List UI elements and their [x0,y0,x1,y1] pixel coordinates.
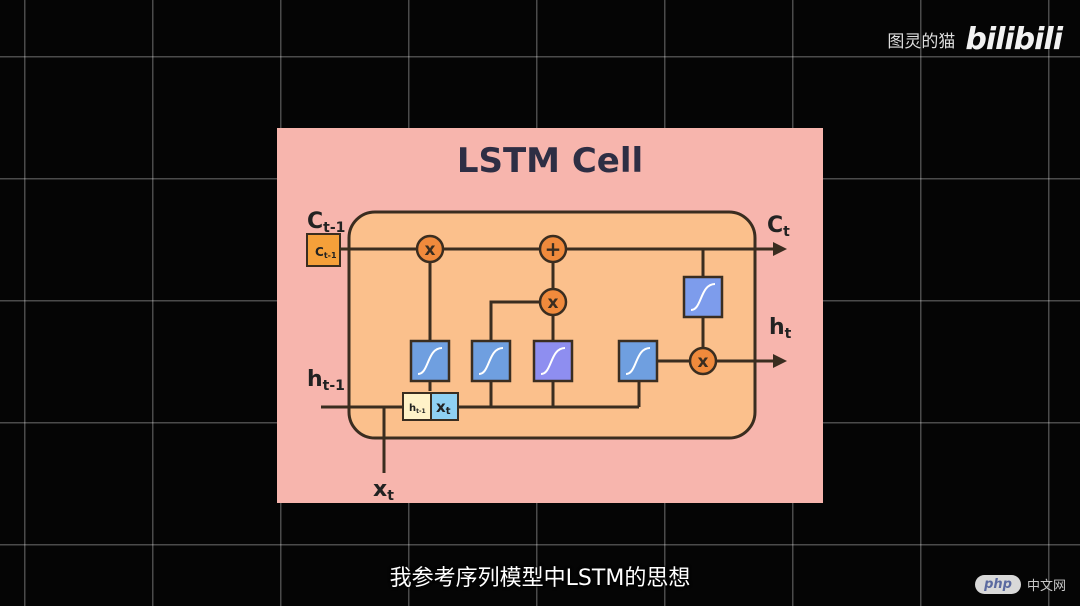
h-prev-sub: t-1 [323,378,345,394]
input-multiply-symbol: x [548,293,559,313]
diagram-title: LSTM Cell [457,141,643,181]
h-out-sub: t [785,326,792,342]
concat-h-label: h [409,403,416,414]
input-multiply-op: x [538,287,568,317]
c-prev-label: C [307,209,323,234]
c-out-sub: t [783,224,790,240]
site-watermark: php 中文网 [975,575,1066,594]
c-out-arrow [773,242,787,256]
svg-text:ht-1: ht-1 [307,367,345,394]
h-out-label: h [769,315,785,340]
x-input-label: x [373,477,387,502]
video-subtitle: 我参考序列模型中LSTM的思想 [389,566,691,591]
bilibili-logo: bilibili [965,22,1063,57]
c-prev-box-label: C [315,245,324,259]
forget-multiply-symbol: x [425,240,436,260]
x-input-sub: t [387,488,394,503]
concat-h-box: ht-1 [402,392,432,421]
output-multiply-symbol: x [698,352,709,372]
forget-gate-sigmoid [409,339,451,383]
output-gate-sigmoid [617,339,659,383]
c-prev-sub: t-1 [323,220,345,236]
forget-multiply-op: x [415,234,445,264]
svg-text:ht: ht [769,315,792,342]
candidate-tanh-gate [532,339,574,383]
concat-x-label: x [436,398,446,416]
concat-x-box: xt [430,392,459,421]
diagram-panel: LSTM Cell [277,128,823,503]
concat-x-sub: t [446,406,451,417]
h-out-arrow [773,354,787,368]
svg-text:Ct: Ct [767,213,790,240]
site-name: 中文网 [1026,579,1066,594]
svg-text:Ct-1: Ct-1 [315,245,337,260]
output-multiply-op: x [688,346,718,376]
php-logo: php [975,575,1021,594]
channel-watermark: 图灵的猫 bilibili [887,22,1063,57]
h-prev-label: h [307,367,323,392]
svg-text:xt: xt [436,398,451,417]
lstm-diagram: LSTM Cell [306,141,792,503]
svg-text:Ct-1: Ct-1 [307,209,345,236]
author-name: 图灵的猫 [887,32,956,52]
input-gate-sigmoid [470,339,512,383]
concat-h-sub: t-1 [416,408,426,415]
c-out-label: C [767,213,783,238]
c-prev-box-sub: t-1 [324,251,337,260]
cell-output-tanh [682,275,724,319]
c-prev-box [306,233,341,267]
svg-text:xt: xt [373,477,394,503]
cell-add-symbol: + [545,237,562,261]
svg-text:ht-1: ht-1 [409,403,426,415]
cell-add-op: + [538,234,568,264]
